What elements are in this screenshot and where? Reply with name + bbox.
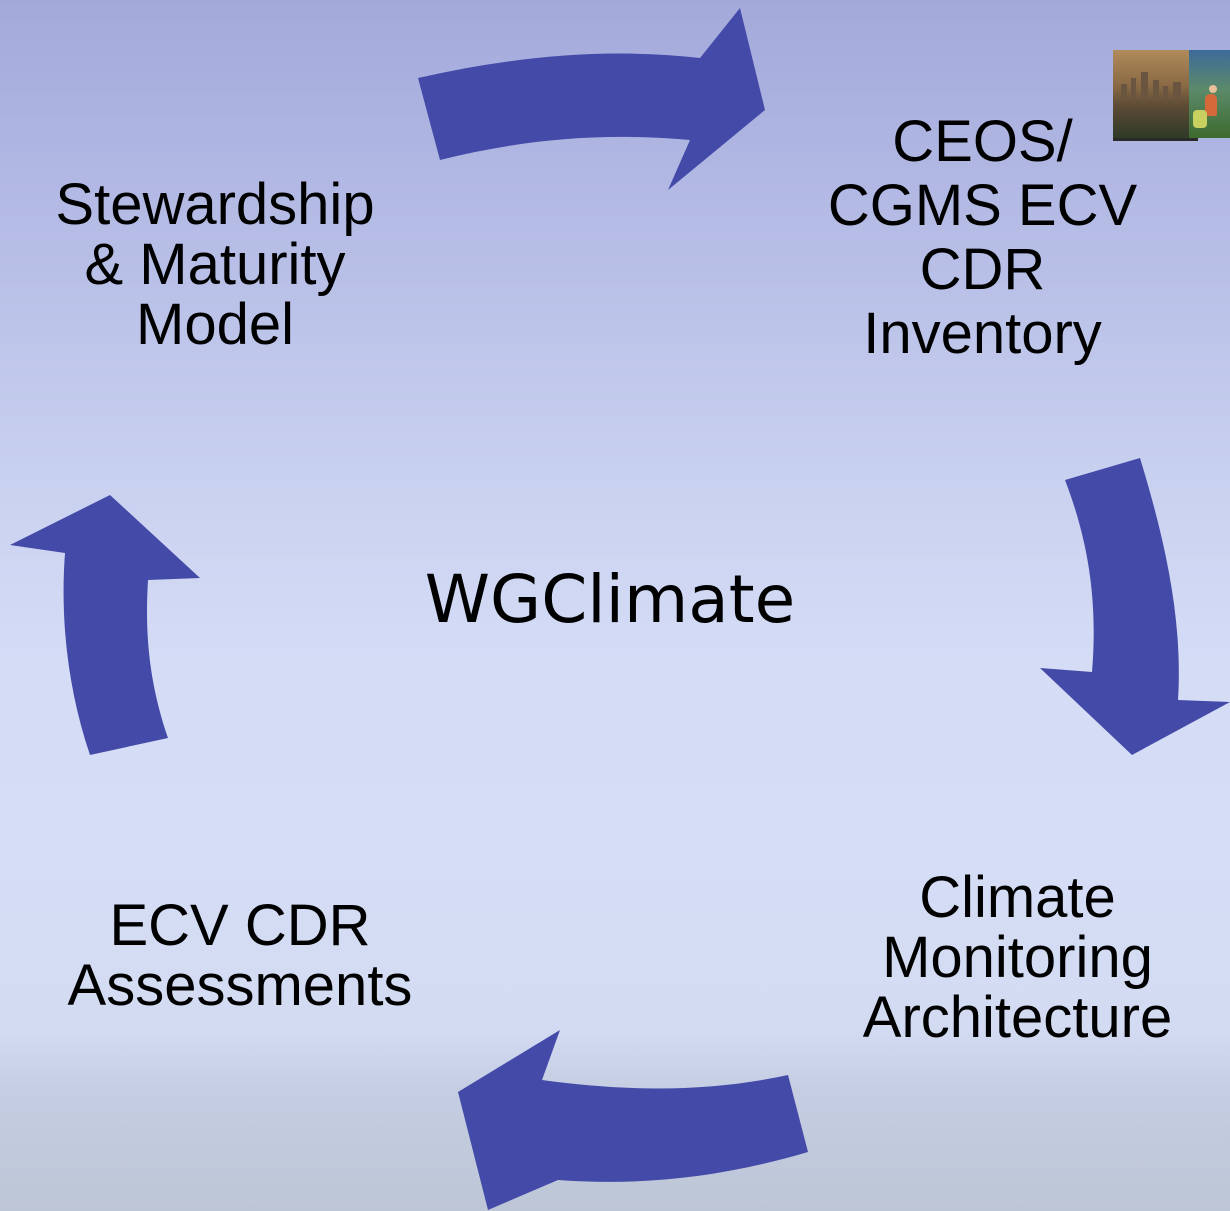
node-climate-line: Monitoring [882,925,1153,990]
center-title: WGClimate [424,561,796,638]
node-ecv-line: ECV CDR [109,893,371,958]
node-ceos-line: Inventory [863,301,1102,366]
node-ceos-line: CDR [919,237,1046,302]
node-stewardship-line: & Maturity [84,232,346,297]
arrow-right [1040,458,1230,755]
node-ceos-line: CGMS ECV [827,173,1138,238]
node-climate-monitoring-architecture: Climate Monitoring Architecture [810,868,1225,1048]
node-climate-line: Architecture [862,985,1173,1050]
arrow-top [418,8,765,190]
node-ceos-line: CEOS/ [892,109,1073,174]
arrow-bottom [458,1030,808,1210]
image-underline [1113,138,1198,141]
people-landscape-photo [1189,50,1230,138]
node-stewardship-line: Model [136,292,294,357]
node-stewardship-line: Stewardship [55,172,375,237]
city-skyline-photo [1113,50,1189,138]
node-climate-line: Climate [919,865,1116,930]
node-stewardship-maturity-model: Stewardship & Maturity Model [10,175,420,355]
arrow-left [10,495,200,755]
node-ceos-cgms-inventory: CEOS/ CGMS ECV CDR Inventory [780,110,1185,366]
node-ecv-cdr-assessments: ECV CDR Assessments [20,896,460,1016]
node-ecv-line: Assessments [67,953,413,1018]
